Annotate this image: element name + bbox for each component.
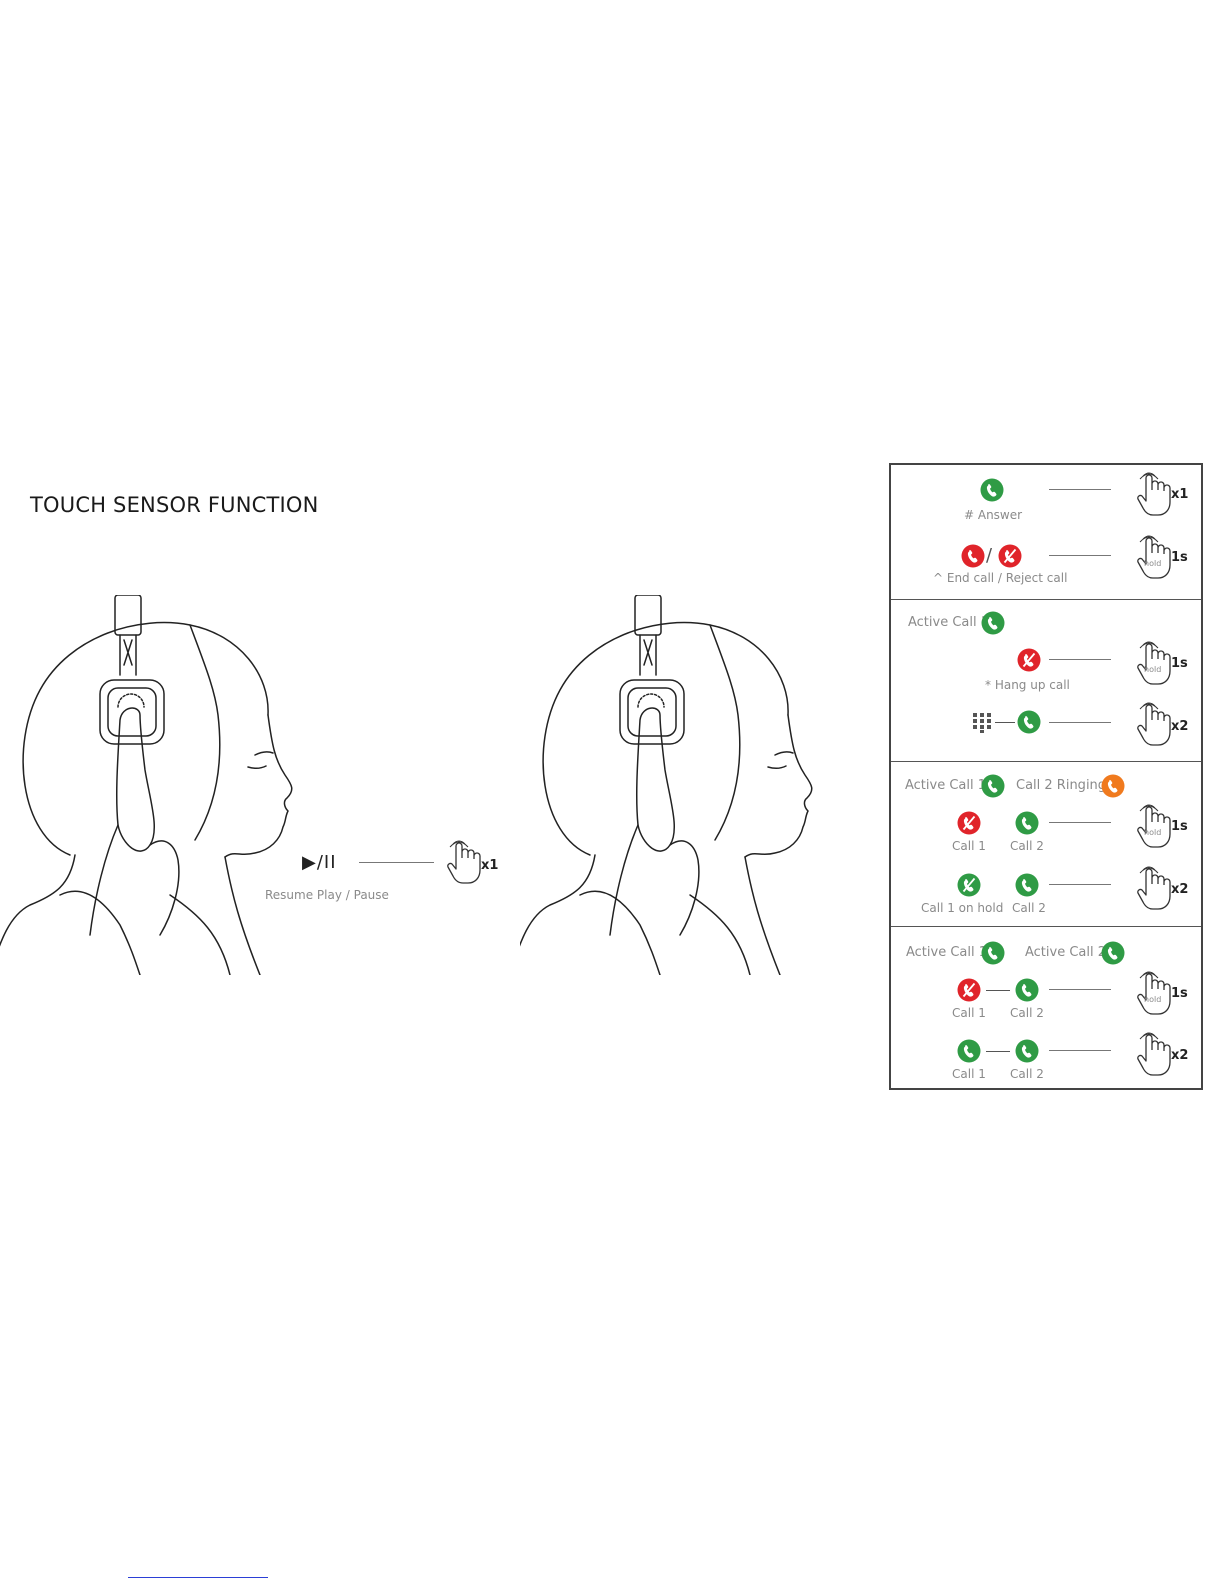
active-call-icon [981,611,1005,635]
section-divider [891,761,1201,762]
active-call-1-header: Active Call 1 [906,945,987,960]
music-label: Resume Play / Pause [265,888,389,902]
touch-hand-icon [1133,866,1173,914]
page-title: TOUCH SENSOR FUNCTION [30,493,319,517]
active-call-2-header: Active Call 2 [1025,945,1106,960]
call-1-hold-icon [957,873,981,897]
connector-line [1049,884,1111,885]
gesture-count: 1s [1171,986,1188,1001]
hold-label: hold [1144,828,1161,837]
touch-hand-icon [1133,472,1173,520]
active-call-icon [981,774,1005,798]
call-2-label: Call 2 [1012,901,1046,915]
call-1-label: Call 1 [952,1067,986,1081]
active-call-icon [1101,941,1125,965]
head-profile-icon [0,595,300,975]
active-call-icon [981,941,1005,965]
call-2-label: Call 2 [1010,1067,1044,1081]
call-2-ringing-header: Call 2 Ringing [1016,778,1106,793]
hang-up-icon [1017,648,1041,672]
call-1-icon [957,1039,981,1063]
touch-hand-icon [1133,702,1173,750]
keypad-icon [971,711,993,733]
reject-call-icon [998,544,1022,568]
call-1-label: Call 1 [952,839,986,853]
music-gesture-count: x1 [481,858,498,873]
active-call-1-header: Active Call 1 [905,778,986,793]
swap-arrow [986,1051,1010,1052]
hold-label: hold [1144,559,1161,568]
gesture-count: x1 [1171,487,1188,502]
call-2-label: Call 2 [1010,1006,1044,1020]
touch-hand-icon [1133,1032,1173,1080]
end-call-label: ^ End call / Reject call [933,571,1067,585]
gesture-count: 1s [1171,656,1188,671]
head-profile-icon [520,595,820,975]
separator-slash: / [986,545,992,566]
connector-line [1049,489,1111,490]
section-divider [891,599,1201,600]
switch-arrow [995,722,1015,723]
connector-line [1049,722,1111,723]
hang-up-label: * Hang up call [985,678,1070,692]
section-divider [891,926,1201,927]
music-connector-line [359,862,434,863]
call-control-panel: # Answer x1 / ^ End call / Reject call h… [889,463,1203,1090]
call-1-label: Call 1 [952,1006,986,1020]
call-1-end-icon [957,978,981,1002]
gesture-count: x2 [1171,719,1188,734]
answer-phone-icon [980,478,1004,502]
hold-label: hold [1144,665,1161,674]
head-illustration-left [0,595,300,975]
connector-line [1049,822,1111,823]
phone-call-icon [1017,710,1041,734]
call-2-label: Call 2 [1010,839,1044,853]
call-2-answer-icon [1015,978,1039,1002]
bottom-link-underline [128,1577,268,1578]
connector-line [1049,659,1111,660]
connector-line [1049,555,1111,556]
call-1-on-hold-label: Call 1 on hold [921,901,1003,915]
gesture-count: x2 [1171,882,1188,897]
active-call-1-header: Active Call 1 [908,615,989,630]
call-2-icon [1015,1039,1039,1063]
connector-line [1049,989,1111,990]
ringing-call-icon [1101,774,1125,798]
gesture-count: 1s [1171,819,1188,834]
play-pause-icon: ▶/II [302,852,337,873]
answer-label: # Answer [964,508,1022,522]
connector-line [1049,1050,1111,1051]
end-call-icon [961,544,985,568]
gesture-count: 1s [1171,550,1188,565]
touch-hand-icon [443,840,483,888]
call-2-answer-icon [1015,811,1039,835]
head-illustration-right [520,595,820,975]
call-2-answer-icon [1015,873,1039,897]
call-1-end-icon [957,811,981,835]
gesture-count: x2 [1171,1048,1188,1063]
transfer-arrow [986,990,1010,991]
hold-label: hold [1144,995,1161,1004]
